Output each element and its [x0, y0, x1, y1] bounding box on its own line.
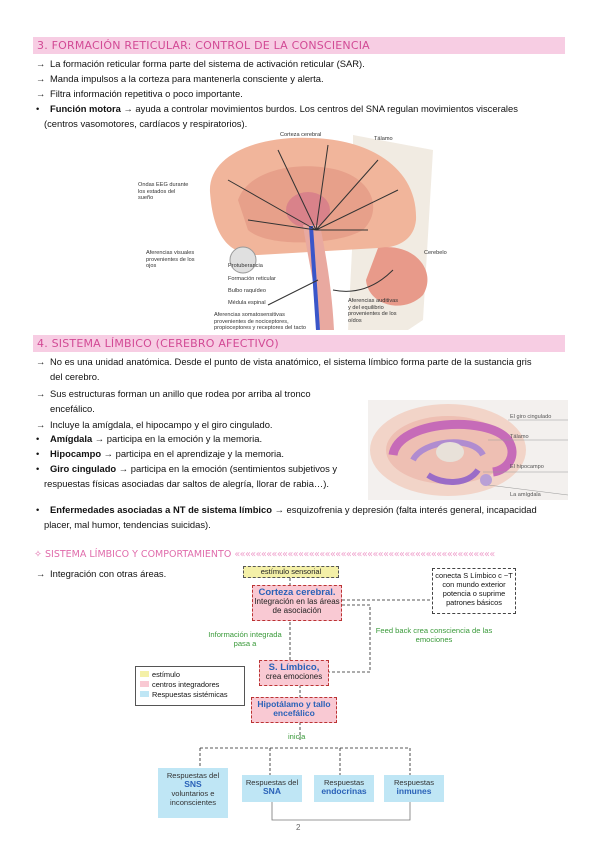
- limbic-illustration: [368, 400, 569, 500]
- legend-item: centros integradores: [140, 680, 240, 690]
- list-item: •Giro cingulado → participa en la emoció…: [36, 463, 338, 474]
- label-corteza: Corteza cerebral: [280, 132, 322, 138]
- list-item: →Filtra información repetitiva o poco im…: [36, 88, 243, 99]
- label-aferencias-visuales: Aferencias visuales provenientes de los …: [146, 250, 195, 269]
- limbic-system-figure: El giro cingulado Tálamo El hipocampo La…: [368, 400, 569, 500]
- brain-illustration: [209, 135, 433, 331]
- legend-item: estímulo: [140, 670, 240, 680]
- label-amigdala: La amígdala: [510, 492, 541, 498]
- list-item: →La formación reticular forma parte del …: [36, 58, 365, 69]
- label-medula: Médula espinal: [228, 300, 266, 306]
- section3-title: 3. FORMACIÓN RETICULAR: CONTROL DE LA CO…: [37, 39, 370, 52]
- label-aferencias-aud: Aferencias auditivas y del equilibrio pr…: [348, 298, 399, 324]
- list-item-continuation: (centros vasomotores, cardíacos y respir…: [44, 118, 248, 129]
- list-item: •Enfermedades asociadas a NT de sistema …: [36, 504, 537, 515]
- list-item: →Incluye la amígdala, el hipocampo y el …: [36, 419, 273, 430]
- label-protuberancia: Protuberancia: [228, 263, 263, 269]
- list-item: →Integración con otras áreas.: [36, 568, 167, 579]
- legend: estímulo centros integradores Respuestas…: [135, 666, 245, 706]
- limbico-box: S. Límbico,crea emociones: [259, 660, 329, 686]
- label-cerebelo: Cerebelo: [424, 250, 447, 256]
- resp-sna-box: Respuestas del SNA: [242, 775, 302, 802]
- corteza-box: Corteza cerebral.Integración en las área…: [252, 585, 342, 621]
- list-item: →No es una unidad anatómica. Desde el pu…: [36, 356, 532, 367]
- section3-header: 3. FORMACIÓN RETICULAR: CONTROL DE LA CO…: [33, 37, 565, 54]
- label-aferencias-soma: Aferencias somatosensitivas provenientes…: [214, 312, 307, 331]
- label-giro: El giro cingulado: [510, 414, 552, 420]
- label-talamo: Tálamo: [374, 136, 393, 142]
- list-item: →Sus estructuras forman un anillo que ro…: [36, 388, 311, 399]
- list-item: •Amígdala → participa en la emoción y la…: [36, 433, 263, 444]
- label-ondas: Ondas EEG durante los estados del sueño: [138, 182, 189, 201]
- list-item-continuation: respuestas físicas asociadas dar saltos …: [44, 478, 330, 489]
- label-bulbo: Bulbo raquídeo: [228, 288, 266, 294]
- reticular-formation-figure: Corteza cerebral Tálamo Ondas EEG durant…: [138, 130, 447, 331]
- list-item: •Hipocampo → participa en el aprendizaje…: [36, 448, 284, 459]
- list-item-continuation: placer, mal humor, tendencias suicidas).: [44, 519, 211, 530]
- list-item-continuation: del cerebro.: [50, 371, 100, 382]
- subsection-title: ✧ SISTEMA LÍMBICO Y COMPORTAMIENTO «««««…: [34, 549, 495, 560]
- info-integrada-label: Información integrada pasa a: [208, 630, 282, 648]
- list-item-continuation: encefálico.: [50, 403, 95, 414]
- section4-header: 4. SISTEMA LÍMBICO (CEREBRO AFECTIVO): [33, 335, 565, 352]
- estimulo-box: estímulo sensorial: [243, 566, 339, 578]
- feedback-label: Feed back crea consciencia de las emocio…: [375, 626, 493, 644]
- hipotalamo-box: Hipotálamo y tallo encefálico: [251, 697, 337, 723]
- list-item: →Manda impulsos a la corteza para manten…: [36, 73, 324, 84]
- legend-item: Respuestas sistémicas: [140, 690, 240, 700]
- inicia-label: inicia: [288, 732, 306, 741]
- label-formacion: Formación reticular: [228, 276, 276, 282]
- page-number: 2: [296, 823, 301, 832]
- label-hipocampo: El hipocampo: [510, 464, 544, 470]
- conecta-note: conecta S Límbico c ~T con mundo exterio…: [432, 568, 516, 614]
- list-item: •Función motora → ayuda a controlar movi…: [36, 103, 518, 114]
- section4-title: 4. SISTEMA LÍMBICO (CEREBRO AFECTIVO): [37, 337, 279, 350]
- label-talamo-limbic: Tálamo: [510, 434, 529, 440]
